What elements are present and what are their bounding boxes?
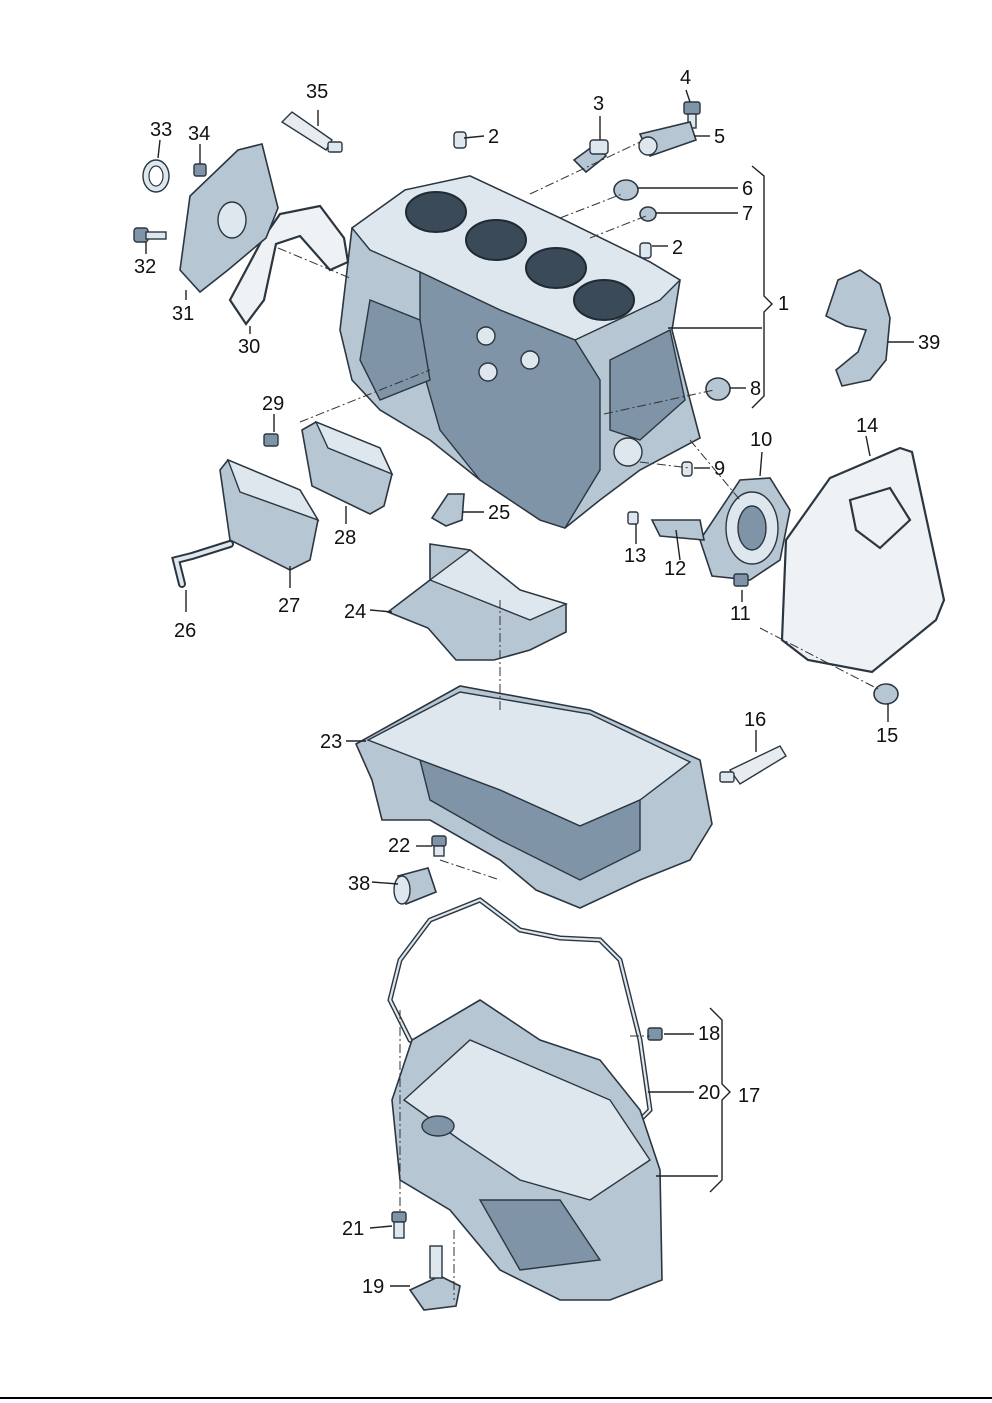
seal-ring-33 (142, 159, 170, 193)
fitting-25 (430, 493, 465, 527)
callout-7: 7 (742, 203, 753, 225)
bolt-22 (431, 835, 447, 857)
group-bracket-1 (751, 165, 773, 409)
intermediate-plate (780, 446, 946, 674)
callout-3: 3 (593, 93, 604, 115)
sealing-plug-7 (639, 206, 657, 222)
oil-pan-upper (354, 685, 713, 909)
callout-10: 10 (750, 429, 772, 451)
callout-6: 6 (742, 178, 753, 200)
callout-labels: 1 2 2 3 4 5 6 7 8 9 10 11 12 13 14 15 16… (134, 67, 940, 1298)
sensor-5 (638, 121, 698, 157)
callout-9: 9 (714, 458, 725, 480)
callout-8: 8 (750, 378, 761, 400)
callout-15: 15 (876, 725, 898, 747)
callout-29: 29 (262, 393, 284, 415)
callout-20: 20 (698, 1082, 720, 1104)
cover-28 (301, 420, 394, 515)
drain-plug-19 (408, 1245, 461, 1311)
callout-35: 35 (306, 81, 328, 103)
callout-25: 25 (488, 502, 510, 524)
callout-38: 38 (348, 873, 370, 895)
callout-23: 23 (320, 731, 342, 753)
gasket-30 (228, 204, 350, 326)
seal-flange (699, 477, 791, 581)
pin-13 (627, 511, 639, 525)
callout-17: 17 (738, 1085, 760, 1107)
alignment-lines (277, 141, 881, 1300)
bolt-32 (133, 227, 167, 243)
callout-33: 33 (150, 119, 172, 141)
callout-39: 39 (918, 332, 940, 354)
oil-pan-lower (391, 999, 663, 1301)
dowel-9 (681, 461, 693, 477)
cylinder-block (339, 175, 701, 529)
callout-4: 4 (680, 67, 691, 89)
bolt-18 (647, 1027, 663, 1041)
sealing-plug-8 (705, 377, 731, 401)
bolt-34 (193, 163, 207, 177)
plug-3 (572, 139, 609, 174)
sleeve-38 (393, 867, 437, 906)
callout-5: 5 (714, 126, 725, 148)
cover-27 (219, 458, 320, 571)
dowel-sleeve-right (639, 242, 652, 259)
callout-28: 28 (334, 527, 356, 549)
sealing-plug-6 (613, 179, 639, 201)
bolt-21 (391, 1211, 407, 1239)
callout-26: 26 (174, 620, 196, 642)
bolt-11 (733, 573, 749, 587)
hose-26 (171, 540, 234, 588)
sleeve-15 (873, 683, 899, 705)
callout-2-top: 2 (488, 126, 499, 148)
bolt-29 (263, 433, 279, 447)
sealant-tube-35 (280, 111, 343, 153)
callout-30: 30 (238, 336, 260, 358)
dowel-sleeve-top (453, 131, 467, 149)
callout-11: 11 (730, 603, 751, 625)
callout-14: 14 (856, 415, 878, 437)
sealant-tube-16 (719, 745, 787, 785)
callout-16: 16 (744, 709, 766, 731)
callout-22: 22 (388, 835, 410, 857)
callout-2-right: 2 (672, 237, 683, 259)
callout-21: 21 (342, 1218, 364, 1240)
baffle-plate (386, 543, 569, 661)
leader-lines (145, 89, 914, 1287)
callout-32: 32 (134, 256, 156, 278)
callout-19: 19 (362, 1276, 384, 1298)
callout-24: 24 (344, 601, 366, 623)
callout-31: 31 (172, 303, 194, 325)
callout-1: 1 (778, 293, 789, 315)
group-bracket-17 (709, 1007, 731, 1193)
sensor-12 (650, 519, 705, 541)
callout-13: 13 (624, 545, 646, 567)
bracket-39 (825, 269, 891, 387)
callout-18: 18 (698, 1023, 720, 1045)
callout-34: 34 (188, 123, 210, 145)
front-cover-31 (179, 143, 279, 294)
callout-27: 27 (278, 595, 300, 617)
callout-12: 12 (664, 558, 686, 580)
